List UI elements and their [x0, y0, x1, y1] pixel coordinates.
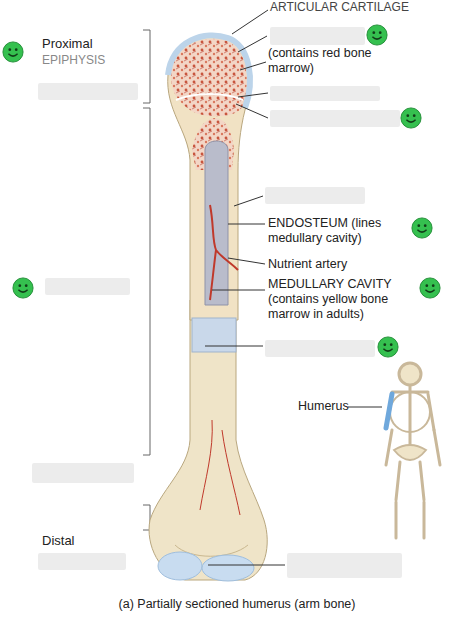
- figure-label: Humerus: [298, 399, 348, 414]
- region-bracket: [143, 30, 150, 530]
- figure-caption: (a) Partially sectioned humerus (arm bon…: [0, 597, 474, 612]
- bone-shaft: [149, 300, 267, 580]
- articular-cartilage: [168, 35, 250, 108]
- spongy-bone: [171, 39, 247, 116]
- region-label: Distal: [42, 533, 132, 548]
- part-label: MEDULLARY CAVITY (contains yellow bone m…: [268, 277, 418, 322]
- compact-bone: [168, 35, 250, 320]
- part-note: (contains red bone marrow): [268, 46, 386, 76]
- articular-cartilage: [158, 552, 202, 580]
- periosteum: [192, 318, 236, 352]
- smiley-icon: [3, 25, 440, 357]
- part-label: ARTICULAR CARTILAGE: [270, 0, 470, 15]
- medullary-cavity: [205, 141, 228, 305]
- part-label: Nutrient artery: [268, 257, 418, 272]
- nutrient-artery: [210, 205, 238, 300]
- region-label: Proximal: [42, 36, 142, 51]
- part-label: EPIPHYSIS: [42, 53, 142, 68]
- skeleton-figure: [386, 363, 440, 538]
- epiphyseal-line: [176, 94, 243, 100]
- blood-vessel: [200, 420, 212, 510]
- part-label: ENDOSTEUM (lines medullary cavity): [268, 216, 416, 246]
